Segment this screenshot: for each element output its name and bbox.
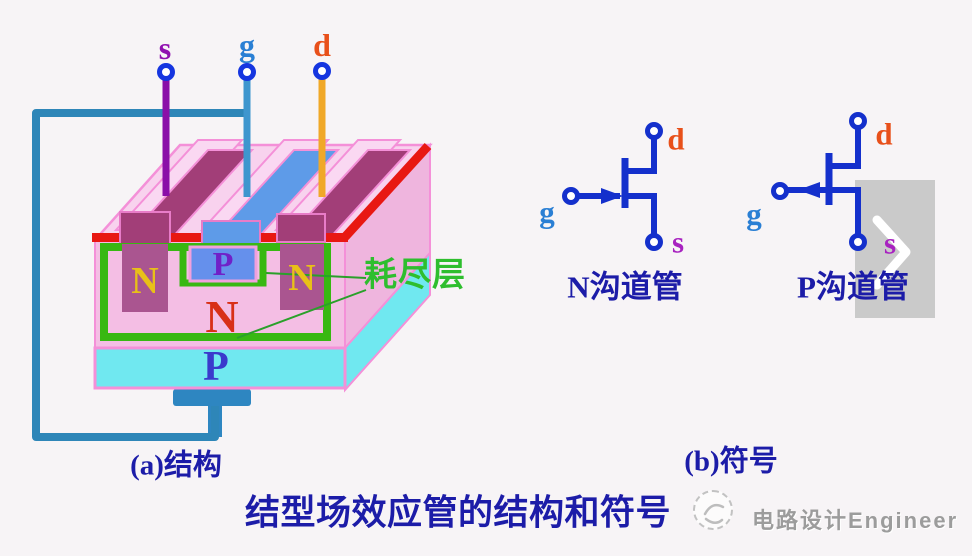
loop-wire-path	[32, 109, 247, 441]
terminal-wires	[157, 62, 331, 197]
source-cap	[119, 211, 171, 245]
p-symbol-drain-label: d	[875, 116, 893, 152]
gate-terminal-dot	[238, 63, 256, 81]
n-channel-symbol	[562, 122, 663, 251]
n-gate-arrow-icon	[601, 188, 623, 204]
depletion-boundary-u	[179, 245, 267, 287]
n-symbol-name: N沟道管	[567, 269, 683, 305]
gate-cap	[201, 220, 261, 247]
p-channel-symbol	[771, 112, 867, 251]
watermark-text: 电路设计Engineer	[752, 508, 959, 533]
n-region-right-label: N	[288, 257, 316, 299]
watermark-logo-icon	[693, 490, 733, 530]
p-source-lead	[831, 187, 861, 235]
electrode-caps	[119, 211, 326, 247]
source-terminal-label: s	[158, 30, 172, 66]
drain-terminal-label: d	[313, 27, 331, 63]
watermark-logo-strokes	[703, 503, 725, 524]
n-channel-region-label: N	[205, 291, 239, 342]
next-overlay-box[interactable]	[855, 180, 935, 318]
p-symbol-name: P沟道管	[797, 269, 909, 305]
n-region-right	[280, 244, 324, 310]
n-region-left-label: N	[131, 260, 159, 302]
p-region-top	[188, 245, 258, 283]
p-symbol-gate-label: g	[746, 196, 762, 232]
watermark-logo-glyph	[703, 503, 725, 524]
p-symbol-source-label: s	[883, 225, 897, 261]
n-source-dot	[645, 233, 663, 251]
depletion-callout-line-2	[236, 289, 367, 339]
n-gate-dot	[562, 187, 580, 205]
structure-caption: (a)结构	[130, 449, 222, 482]
depletion-callout-line-1	[265, 272, 367, 279]
page-title: 结型场效应管的结构和符号	[244, 493, 672, 533]
next-chevron-icon[interactable]	[872, 215, 911, 290]
p-gate-dot	[771, 182, 789, 200]
n-source-lead	[627, 193, 657, 235]
p-region-top-label: P	[212, 246, 234, 283]
gate-substrate-loop-wire	[32, 109, 251, 441]
substrate-contact-tab	[173, 389, 251, 406]
drain-terminal-dot	[313, 62, 331, 80]
depletion-layer-label: 耗尽层	[364, 257, 466, 294]
red-stripe-diagonal	[341, 142, 432, 241]
n-symbol-drain-label: d	[667, 121, 685, 157]
p-source-dot	[849, 233, 867, 251]
doped-regions	[100, 243, 367, 341]
p-gate-arrow-icon	[798, 182, 820, 198]
p-drain-lead	[829, 128, 861, 169]
player-overlay	[855, 180, 935, 318]
source-terminal-dot	[157, 63, 175, 81]
n-drain-lead	[625, 138, 657, 174]
n-drain-dot	[645, 122, 663, 140]
substrate-front-face	[93, 346, 347, 390]
p-substrate-label: P	[203, 344, 229, 390]
n-region-left	[122, 244, 168, 312]
gate-terminal-label: g	[239, 27, 255, 63]
n-symbol-gate-label: g	[539, 194, 555, 230]
drain-cap	[276, 213, 326, 243]
symbols-caption: (b)符号	[684, 445, 778, 478]
p-drain-dot	[849, 112, 867, 130]
n-symbol-source-label: s	[671, 224, 685, 260]
